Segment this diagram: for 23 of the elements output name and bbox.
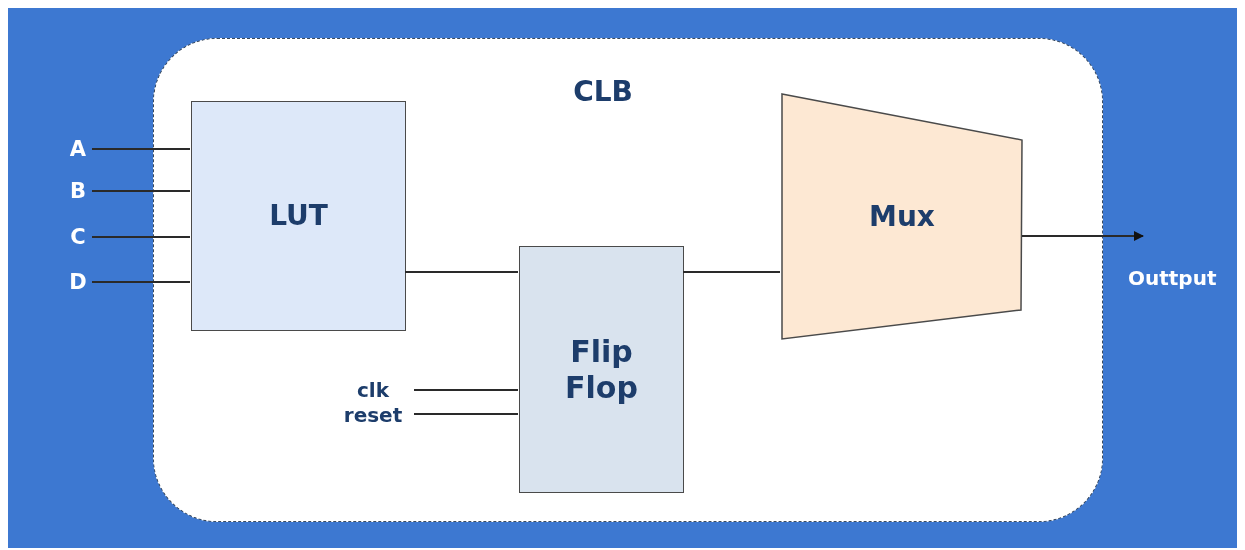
arrow <box>1021 231 1144 241</box>
signal-label: clk <box>331 379 415 401</box>
connector-line <box>91 190 191 192</box>
lut-box <box>191 101 406 331</box>
clb-container <box>153 38 1103 522</box>
connector-line <box>91 281 191 283</box>
flip-flop-box <box>519 246 684 493</box>
input-label: B <box>64 179 92 203</box>
block-label: Mux <box>869 200 935 233</box>
connector-line <box>404 271 519 273</box>
container-title: CLB <box>573 75 633 108</box>
connector-line <box>91 236 191 238</box>
connector-line <box>91 148 191 150</box>
block-label: LUT <box>269 199 328 233</box>
signal-label: reset <box>331 404 415 426</box>
input-label: D <box>64 270 92 294</box>
connector-line <box>413 389 519 391</box>
output-label: Outtput <box>1128 266 1217 290</box>
connector-line <box>413 413 519 415</box>
block-label: Flip Flop <box>564 333 639 406</box>
connector-line <box>682 271 781 273</box>
input-label: A <box>64 137 92 161</box>
input-label: C <box>64 225 92 249</box>
